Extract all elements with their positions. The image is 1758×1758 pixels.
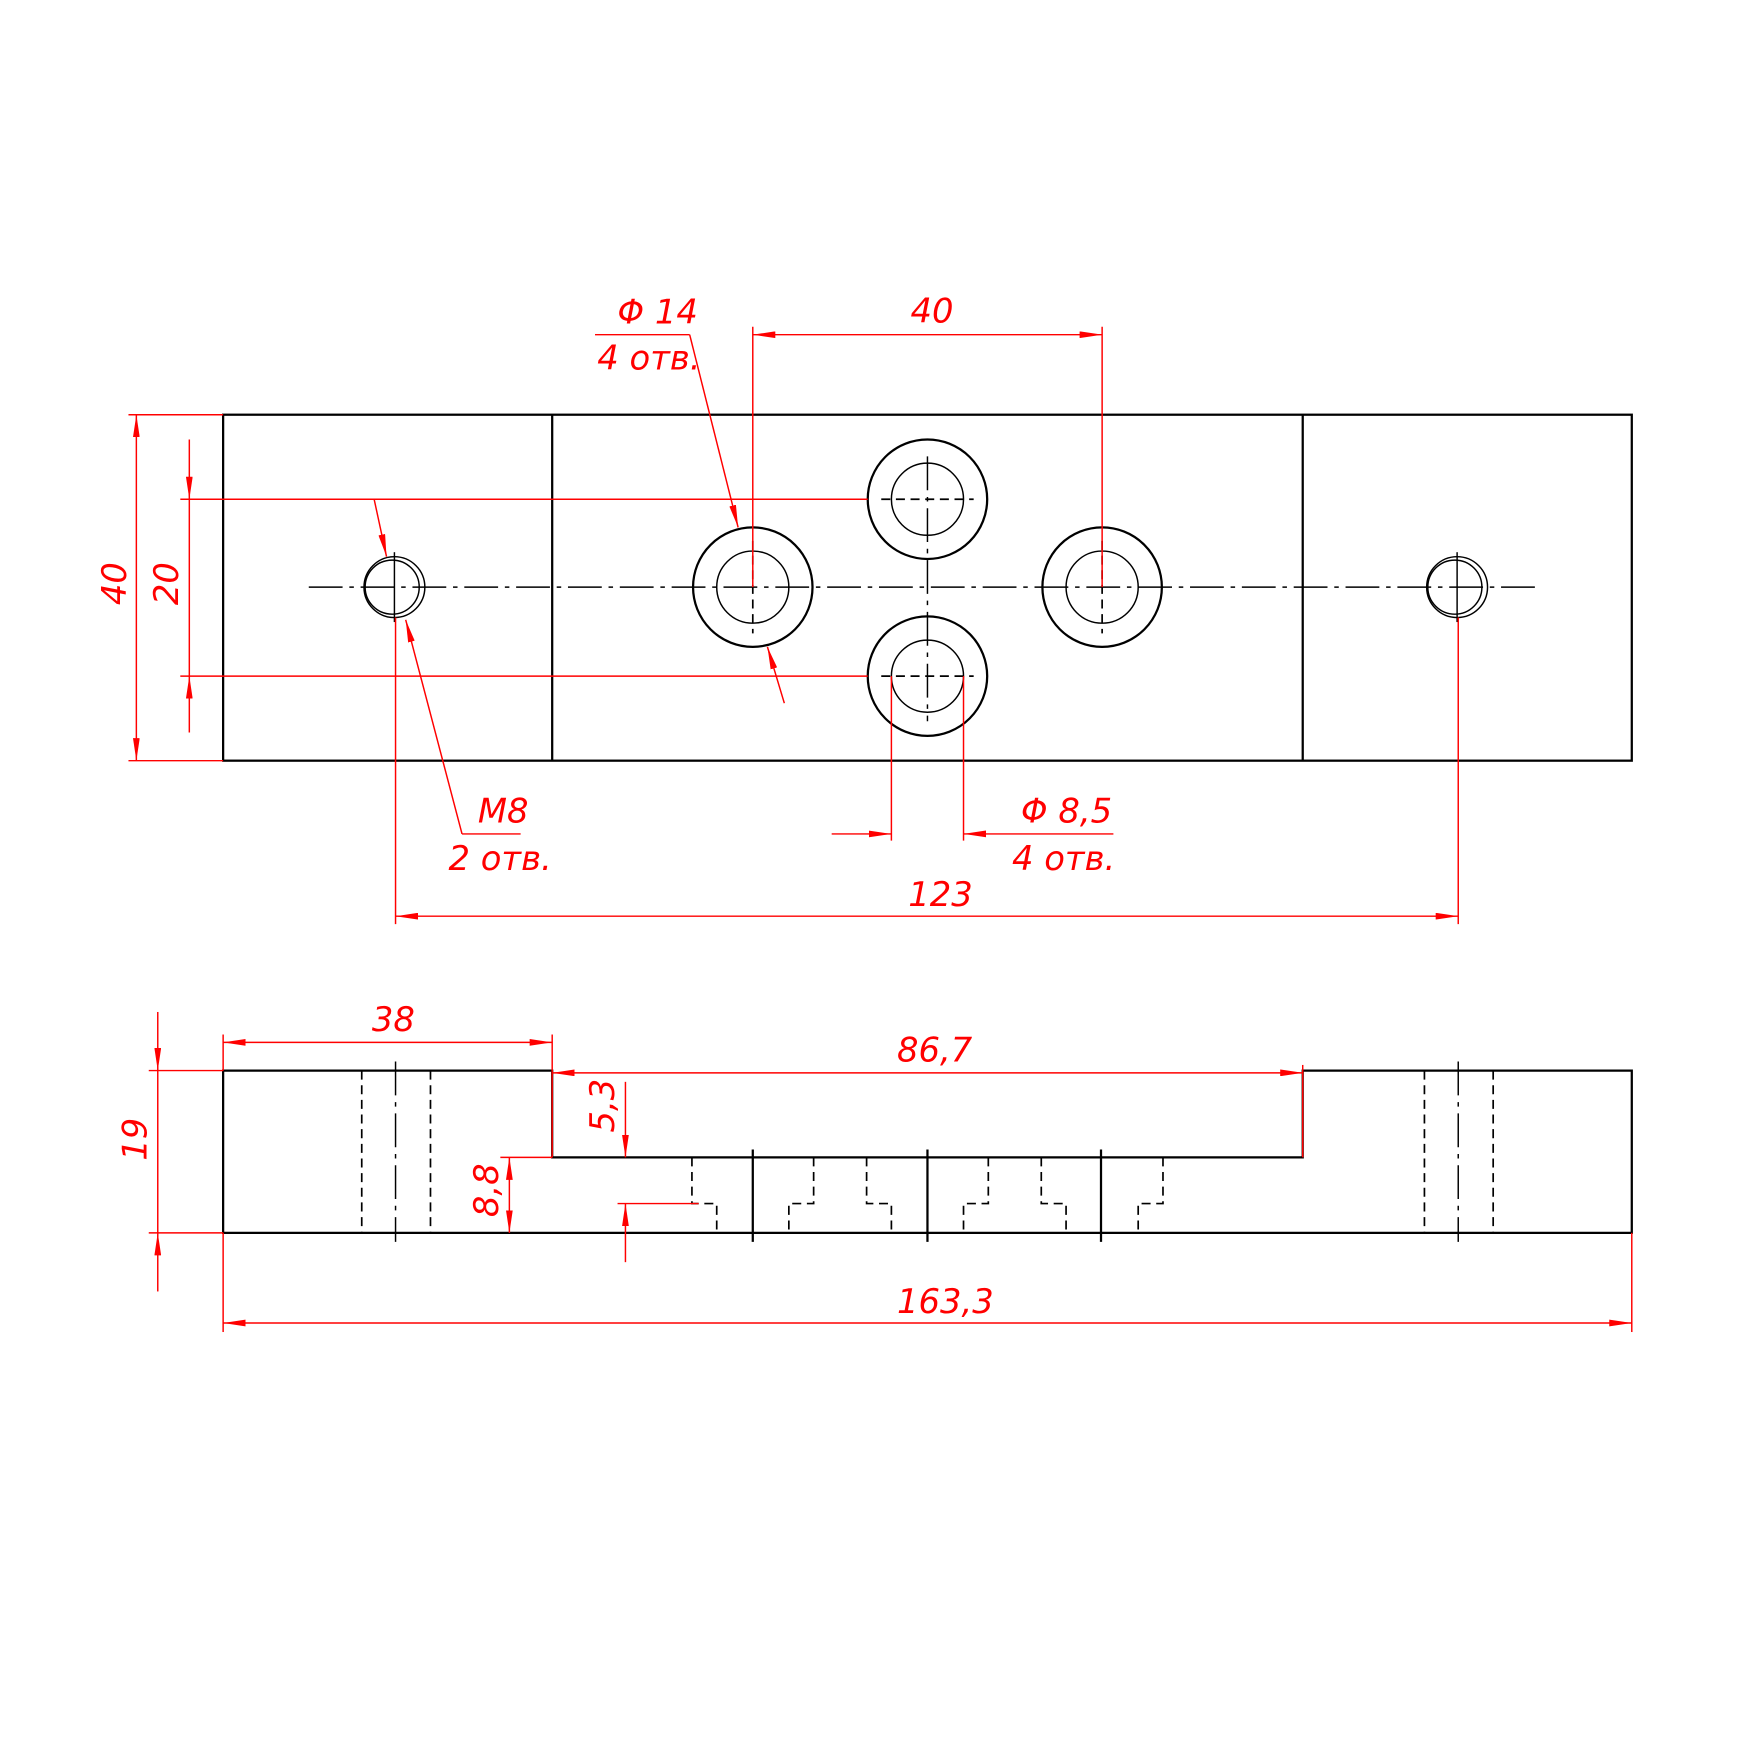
dim-height-label: 40 [95,562,134,605]
large-hole-count: 4 отв. [597,339,700,378]
dim-total: 163,3 [222,1232,1633,1333]
dim-offset: 20 [147,439,868,733]
thread-size: M8 [478,792,529,831]
callout-large-hole: Φ 14 4 отв. [595,292,786,704]
dim-offset-label: 20 [147,562,186,605]
small-hole-count: 4 отв. [1012,839,1115,878]
thread-hole-left [363,552,426,623]
small-hole-diameter: Φ 8,5 [1021,792,1112,831]
callout-small-hole: Φ 8,5 4 отв. [831,676,1115,878]
thread-hole-right [1425,552,1489,623]
dim-height-side: 19 [116,1011,224,1292]
dim-height: 40 [95,413,224,762]
dim-floor-label: 8,8 [467,1163,506,1217]
dim-floor: 8,8 [467,1156,553,1233]
top-view: 40 40 20 Φ 14 4 отв. M8 2 [95,291,1633,925]
dim-left-label: 38 [372,1000,415,1039]
hidden-counterbore [1040,1149,1164,1242]
dim-spacing: 40 [752,291,1103,588]
hidden-thread-right [1423,1061,1495,1242]
side-view: 38 86,7 19 5,3 8,8 [116,1000,1633,1333]
dim-pocket-label: 86,7 [897,1031,973,1070]
dim-thread-spacing-label: 123 [908,875,973,914]
dim-total-label: 163,3 [897,1282,994,1321]
hidden-thread-left [360,1061,432,1242]
dim-pocket: 86,7 [552,1031,1304,1158]
dim-pocket-depth-label: 5,3 [583,1079,622,1133]
callout-thread: M8 2 отв. [373,499,552,878]
large-hole-diameter: Φ 14 [618,292,698,331]
thread-count: 2 отв. [449,839,552,878]
dim-spacing-label: 40 [911,291,954,330]
top-outline [222,413,1633,762]
hidden-counterbore [865,1149,990,1242]
dim-left: 38 [222,1000,553,1158]
hidden-counterbore [691,1149,815,1242]
dim-thread-spacing: 123 [394,617,1459,925]
dim-height-side-label: 19 [116,1118,155,1161]
dim-pocket-depth: 5,3 [583,1079,699,1263]
